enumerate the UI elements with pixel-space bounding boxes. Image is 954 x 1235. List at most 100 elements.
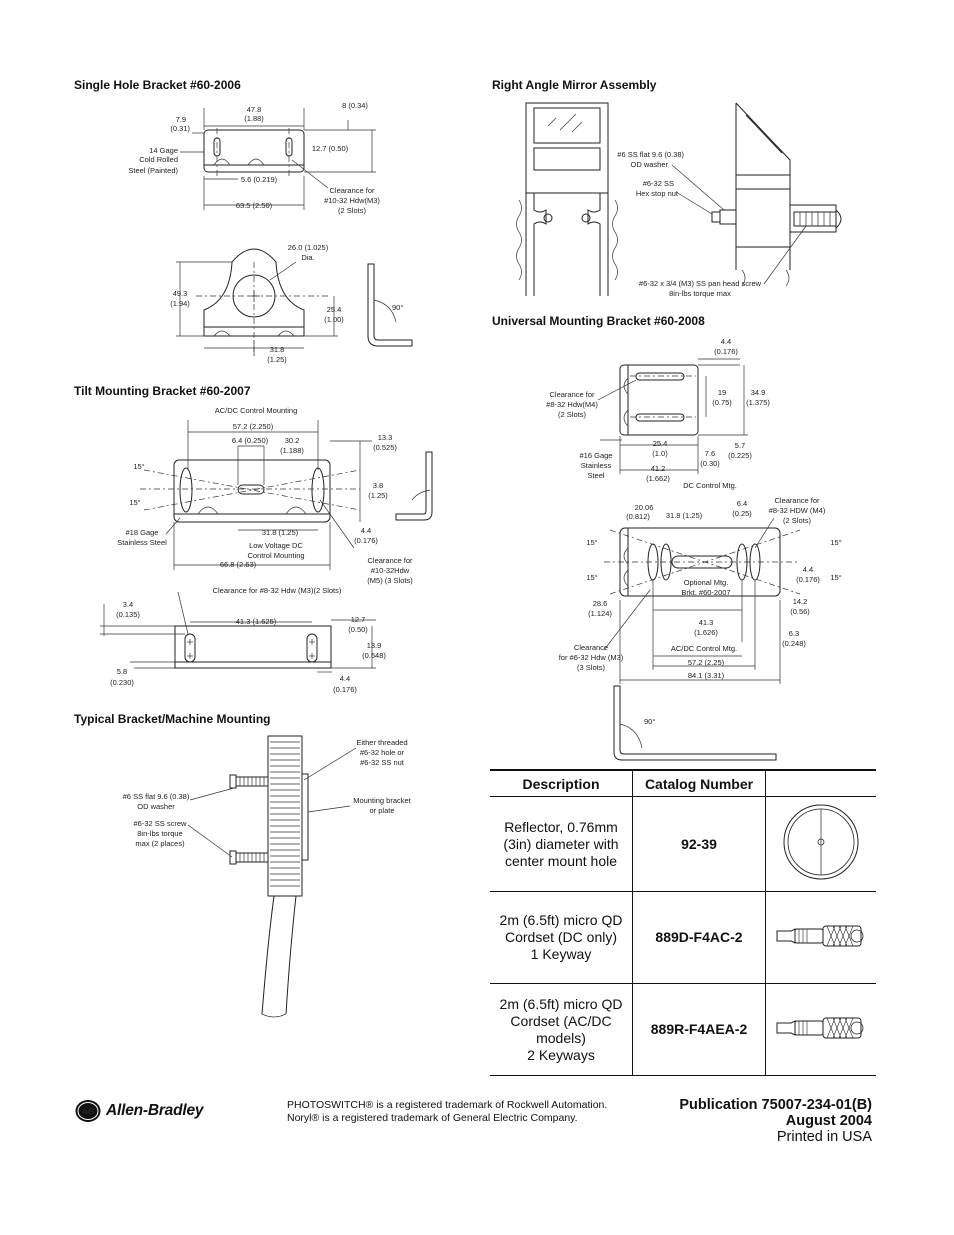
catalog-table: Description Catalog Number Reflector, 0.… — [490, 769, 876, 1076]
dim: 5.6 (0.219) — [241, 175, 278, 184]
dim: (1.626) — [694, 628, 718, 637]
label: (M5) (3 Slots) — [367, 576, 413, 585]
label: Control Mounting — [247, 551, 304, 560]
trademark-noryl: Noryl® is a registered trademark of Gene… — [287, 1112, 578, 1124]
dim: (1.375) — [746, 398, 770, 407]
label: Optional Mtg. — [684, 578, 729, 587]
dim: (0.176) — [354, 536, 378, 545]
label: #10-32Hdw — [371, 566, 410, 575]
row-description: 2m (6.5ft) micro QD Cordset (AC/DC model… — [490, 983, 633, 1076]
dim: (0.176) — [796, 575, 820, 584]
dim: 28.6 — [593, 599, 608, 608]
label: Clearance — [574, 643, 608, 652]
desc-line: 1 Keyway — [530, 946, 592, 962]
dim: 3.8 — [373, 481, 383, 490]
label: #10-32 Hdw(M3) — [324, 196, 380, 205]
dim: 41.3 — [699, 618, 714, 627]
dim: (0.75) — [712, 398, 732, 407]
dim: 5.8 — [117, 667, 127, 676]
dim: 14.2 — [793, 597, 808, 606]
desc-line: Reflector, 0.76mm — [504, 818, 618, 835]
dim: (0.176) — [714, 347, 738, 356]
label: 15° — [586, 538, 597, 547]
dim: 20.06 — [635, 503, 654, 512]
allen-bradley-logo-icon: AB — [75, 1100, 101, 1122]
svg-text:AB: AB — [82, 1107, 95, 1117]
dim: 90° — [644, 717, 655, 726]
desc-line: center mount hole — [504, 852, 618, 869]
table-header-row: Description Catalog Number — [490, 769, 876, 797]
dim: 57.2 (2.250) — [233, 422, 274, 431]
label: 15° — [129, 498, 140, 507]
dim: 49.3 — [173, 289, 188, 298]
dim: (0.230) — [110, 678, 134, 687]
label: Clearance for — [774, 496, 820, 505]
dim: (0.225) — [728, 451, 752, 460]
table-row: 2m (6.5ft) micro QD Cordset (DC only) 1 … — [490, 891, 876, 984]
dim: 41.2 — [651, 464, 666, 473]
label: Hex stop nut — [636, 189, 679, 198]
label: Mounting bracket — [353, 796, 411, 805]
label: Steel — [587, 471, 604, 480]
label: #6-32 SS nut — [360, 758, 405, 767]
dim: 13.3 — [378, 433, 393, 442]
dim: 5.7 — [735, 441, 745, 450]
label: Clearance for — [549, 390, 595, 399]
label: 15° — [830, 538, 841, 547]
label: Steel (Painted) — [128, 166, 178, 175]
dim: 30.2 — [285, 436, 300, 445]
dim: 4.4 — [340, 674, 350, 683]
label: #6-32 x 3/4 (M3) SS pan head screw — [639, 279, 762, 288]
label: #6-32 SS screw — [134, 819, 188, 828]
dim: 7.9 — [176, 115, 186, 124]
label: Clearance for #8-32 Hdw (M3)(2 Slots) — [213, 586, 342, 595]
dim: (0.525) — [373, 443, 397, 452]
dim: (0.50) — [348, 625, 368, 634]
label: #6 SS flat 9.6 (0.38) — [123, 792, 190, 801]
column-header-description: Description — [490, 769, 633, 797]
dim: 66.8 (2.63) — [220, 560, 257, 569]
dim: 25.4 — [653, 439, 668, 448]
dim: 63.5 (2.50) — [236, 201, 273, 210]
label: Low Voltage DC — [249, 541, 303, 550]
dim: 7.6 — [705, 449, 715, 458]
dim: (1.25) — [368, 491, 388, 500]
row-catalog-number: 92-39 — [632, 796, 766, 892]
label: AC/DC Control Mtg. — [671, 644, 737, 653]
single-hole-bracket-title: Single Hole Bracket #60-2006 — [74, 78, 241, 92]
dim: 84.1 (3.31) — [688, 671, 725, 680]
label: max (2 places) — [135, 839, 185, 848]
dim: 34.9 — [751, 388, 766, 397]
dim: (1.25) — [267, 355, 287, 364]
dim: 57.2 (2.25) — [688, 658, 725, 667]
dim: 31.8 — [270, 345, 285, 354]
row-description: 2m (6.5ft) micro QD Cordset (DC only) 1 … — [490, 891, 633, 984]
allen-bradley-brand: AB Allen-Bradley — [75, 1098, 204, 1124]
trademark-photoswitch: PHOTOSWITCH® is a registered trademark o… — [287, 1099, 608, 1111]
dim: 6.3 — [789, 629, 799, 638]
label: 15° — [586, 573, 597, 582]
label: OD washer — [630, 160, 668, 169]
typical-mounting-title: Typical Bracket/Machine Mounting — [74, 712, 271, 726]
label: #6-32 hole or — [360, 748, 405, 757]
dim: 47.8 — [247, 105, 262, 114]
label: 14 Gage — [149, 146, 178, 155]
dim: 8 (0.34) — [342, 101, 368, 110]
dim: (1.124) — [588, 609, 612, 618]
label: (2 Slots) — [338, 206, 366, 215]
table-row: Reflector, 0.76mm (3in) diameter with ce… — [490, 796, 876, 892]
desc-line: Cordset (DC only) — [504, 929, 618, 945]
dim: 6.4 (0.250) — [232, 436, 269, 445]
desc-line: 2m (6.5ft) micro QD — [499, 912, 623, 928]
cordset-icon — [765, 983, 876, 1076]
brand-name: Allen-Bradley — [106, 1102, 204, 1119]
label: #6 SS flat 9.6 (0.38) — [617, 150, 684, 159]
dim: (0.31) — [170, 124, 190, 133]
row-description: Reflector, 0.76mm (3in) diameter with ce… — [490, 796, 633, 892]
dim: 4.4 — [721, 337, 731, 346]
dim: (1.0) — [652, 449, 668, 458]
label: 8in-lbs torque — [137, 829, 182, 838]
